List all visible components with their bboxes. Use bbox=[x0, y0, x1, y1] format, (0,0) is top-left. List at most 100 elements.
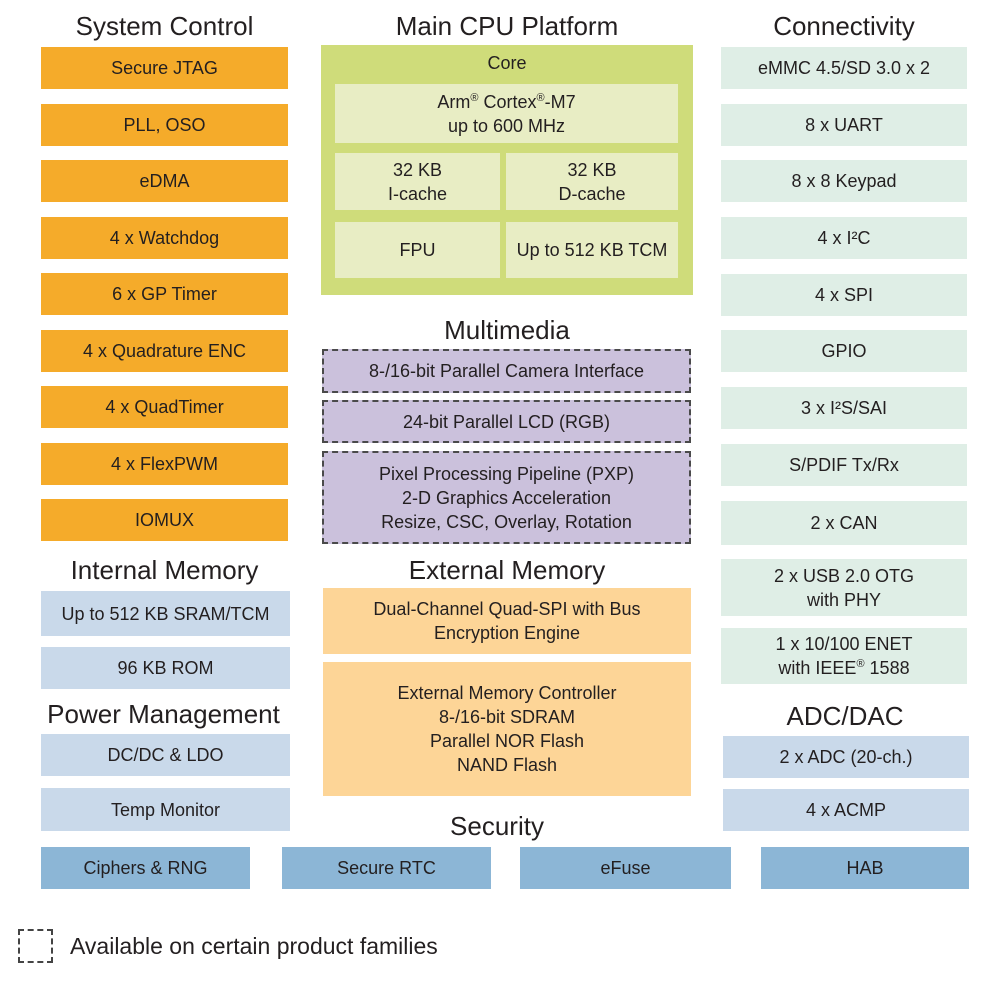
i2c-label: 4 x I²C bbox=[817, 228, 871, 248]
power-block: DC/DC & LDO bbox=[41, 734, 290, 776]
system-control-title: System Control bbox=[75, 11, 254, 41]
acmp-label: 4 x ACMP bbox=[805, 800, 887, 820]
system-control-block: 4 x Quadrature ENC bbox=[41, 330, 288, 372]
edma-label: eDMA bbox=[139, 171, 190, 191]
watchdog-label: 4 x Watchdog bbox=[109, 228, 220, 248]
connectivity-block: 2 x CAN bbox=[721, 501, 967, 545]
adc-dac-block: 4 x ACMP bbox=[723, 789, 969, 831]
spi-label: 4 x SPI bbox=[814, 285, 874, 305]
temp-monitor-label: Temp Monitor bbox=[110, 799, 221, 820]
adc-label: 2 x ADC (20-ch.) bbox=[779, 747, 913, 767]
security-block: Secure RTC bbox=[282, 847, 491, 889]
system-control-block: 4 x FlexPWM bbox=[41, 443, 288, 485]
flexpwm-label: 4 x FlexPWM bbox=[110, 454, 218, 474]
enet-label: 1 x 10/100 ENET bbox=[775, 634, 913, 654]
adc-dac-title: ADC/DAC bbox=[786, 701, 904, 731]
system-control-block: 4 x Watchdog bbox=[41, 217, 288, 259]
dcache-block: 32 KB D-cache bbox=[506, 153, 678, 210]
legend-dashed-swatch bbox=[18, 929, 53, 963]
security-title: Security bbox=[450, 811, 544, 841]
secure-rtc-label: Secure RTC bbox=[337, 858, 436, 878]
camera-interface-block: 8-/16-bit Parallel Camera Interface bbox=[322, 349, 691, 393]
internal-memory-block: 96 KB ROM bbox=[41, 647, 290, 689]
legend-label: Available on certain product families bbox=[70, 933, 438, 959]
quad-spi-block: Dual-Channel Quad-SPI with Bus Encryptio… bbox=[323, 588, 691, 654]
connectivity-block: 8 x UART bbox=[721, 104, 967, 146]
dcache-label: D-cache bbox=[558, 183, 626, 204]
connectivity-block: 4 x SPI bbox=[721, 274, 967, 316]
pxp-block: Pixel Processing Pipeline (PXP) 2-D Grap… bbox=[322, 451, 691, 544]
quadtimer-label: 4 x QuadTimer bbox=[105, 397, 224, 417]
core-label: Core bbox=[487, 53, 527, 73]
gpio-label: GPIO bbox=[821, 341, 867, 361]
nor-flash-label: Parallel NOR Flash bbox=[429, 731, 585, 751]
gp-timer-label: 6 x GP Timer bbox=[112, 284, 217, 304]
quad-spi-label: Dual-Channel Quad-SPI with Bus bbox=[373, 599, 641, 619]
icache-block: 32 KB I-cache bbox=[335, 153, 500, 210]
arm-cortex-block: Arm® Cortex®-M7 up to 600 MHz bbox=[335, 84, 678, 143]
external-memory-title: External Memory bbox=[408, 555, 606, 585]
cpu-frequency: up to 600 MHz bbox=[447, 115, 566, 136]
system-control-block: eDMA bbox=[41, 160, 288, 202]
uart-label: 8 x UART bbox=[805, 115, 883, 135]
system-control-block: 6 x GP Timer bbox=[41, 273, 288, 315]
system-control-block: IOMUX bbox=[41, 499, 288, 541]
usb-phy-label: with PHY bbox=[806, 589, 882, 610]
tcm-block: Up to 512 KB TCM bbox=[506, 222, 678, 278]
multimedia-title: Multimedia bbox=[444, 315, 570, 345]
sdram-label: 8-/16-bit SDRAM bbox=[438, 707, 576, 727]
nand-flash-label: NAND Flash bbox=[456, 755, 558, 775]
tcm-label: Up to 512 KB TCM bbox=[516, 240, 668, 260]
camera-interface-label: 8-/16-bit Parallel Camera Interface bbox=[368, 361, 645, 381]
ciphers-rng-label: Ciphers & RNG bbox=[83, 858, 208, 878]
connectivity-title: Connectivity bbox=[773, 11, 915, 41]
pll-oso-label: PLL, OSO bbox=[123, 115, 206, 135]
connectivity-block: eMMC 4.5/SD 3.0 x 2 bbox=[721, 47, 967, 89]
connectivity-block: S/PDIF Tx/Rx bbox=[721, 444, 967, 486]
i2s-sai-label: 3 x I²S/SAI bbox=[800, 398, 888, 418]
icache-label: I-cache bbox=[387, 183, 448, 204]
main-cpu-platform-title: Main CPU Platform bbox=[395, 11, 619, 41]
fpu-label: FPU bbox=[399, 240, 436, 260]
pxp-features-label: Resize, CSC, Overlay, Rotation bbox=[381, 511, 632, 532]
power-management-title: Power Management bbox=[47, 699, 280, 729]
enet-block: 1 x 10/100 ENET with IEEE® 1588 bbox=[721, 628, 967, 684]
graphics-acceleration-label: 2-D Graphics Acceleration bbox=[401, 487, 612, 508]
system-control-block: Secure JTAG bbox=[41, 47, 288, 89]
fpu-block: FPU bbox=[335, 222, 500, 278]
efuse-label: eFuse bbox=[600, 858, 651, 878]
arm-cortex-label: Arm® Cortex®-M7 bbox=[437, 91, 576, 112]
security-block: HAB bbox=[761, 847, 969, 889]
dcdc-ldo-label: DC/DC & LDO bbox=[107, 745, 224, 765]
adc-dac-block: 2 x ADC (20-ch.) bbox=[723, 736, 969, 778]
lcd-block: 24-bit Parallel LCD (RGB) bbox=[322, 400, 691, 443]
dcache-size: 32 KB bbox=[567, 159, 617, 180]
connectivity-block: 8 x 8 Keypad bbox=[721, 160, 967, 202]
spdif-label: S/PDIF Tx/Rx bbox=[789, 455, 899, 475]
connectivity-block: GPIO bbox=[721, 330, 967, 372]
sram-tcm-label: Up to 512 KB SRAM/TCM bbox=[61, 603, 270, 624]
can-label: 2 x CAN bbox=[810, 513, 878, 533]
usb-otg-block: 2 x USB 2.0 OTG with PHY bbox=[721, 559, 967, 616]
pxp-label: Pixel Processing Pipeline (PXP) bbox=[378, 463, 635, 484]
usb-otg-label: 2 x USB 2.0 OTG bbox=[773, 565, 915, 586]
connectivity-block: 4 x I²C bbox=[721, 217, 967, 259]
internal-memory-title: Internal Memory bbox=[70, 555, 259, 585]
keypad-label: 8 x 8 Keypad bbox=[791, 171, 897, 191]
power-block: Temp Monitor bbox=[41, 788, 290, 831]
lcd-label: 24-bit Parallel LCD (RGB) bbox=[402, 411, 611, 432]
secure-jtag-label: Secure JTAG bbox=[111, 58, 218, 78]
security-block: eFuse bbox=[520, 847, 731, 889]
iomux-label: IOMUX bbox=[134, 510, 194, 530]
system-control-block: PLL, OSO bbox=[41, 104, 288, 146]
emmc-sd-label: eMMC 4.5/SD 3.0 x 2 bbox=[757, 58, 931, 78]
rom-label: 96 KB ROM bbox=[117, 658, 214, 678]
emc-label: External Memory Controller bbox=[397, 683, 617, 703]
quadrature-enc-label: 4 x Quadrature ENC bbox=[82, 341, 247, 361]
internal-memory-block: Up to 512 KB SRAM/TCM bbox=[41, 591, 290, 636]
security-block: Ciphers & RNG bbox=[41, 847, 250, 889]
icache-size: 32 KB bbox=[392, 159, 443, 180]
connectivity-block: 3 x I²S/SAI bbox=[721, 387, 967, 429]
external-memory-controller-block: External Memory Controller 8-/16-bit SDR… bbox=[323, 662, 691, 796]
ieee-1588-label: with IEEE® 1588 bbox=[778, 658, 910, 678]
